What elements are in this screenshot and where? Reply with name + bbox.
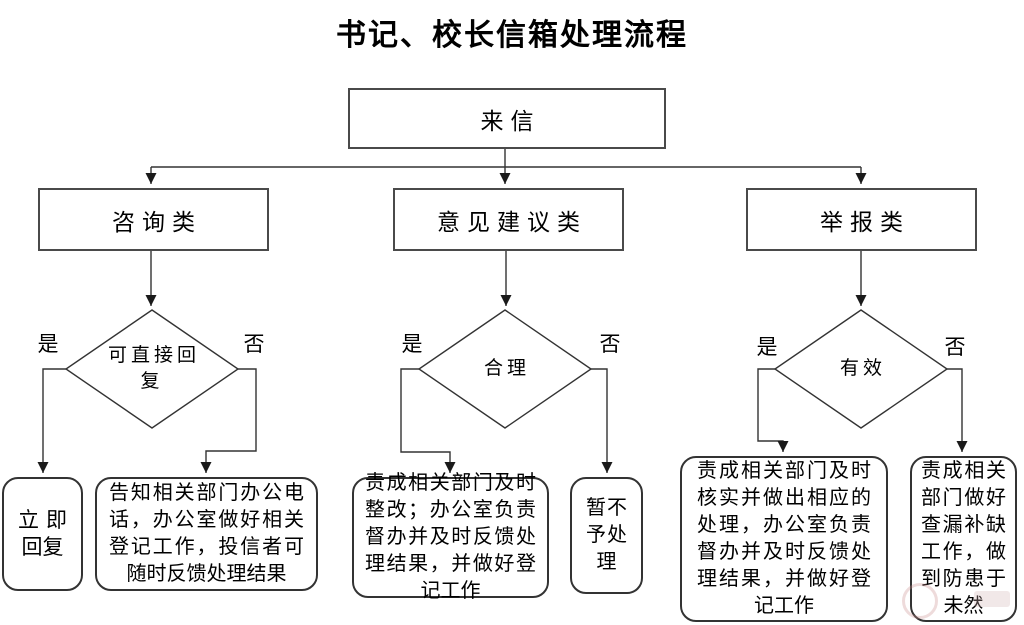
branch-yes-label-3: 是 <box>756 335 778 359</box>
decision-diamond-1 <box>64 309 240 429</box>
edge-yes-3 <box>757 368 789 452</box>
page-title: 书记、校长信箱处理流程 <box>336 19 688 52</box>
decision-diamond-3 <box>773 309 949 429</box>
node-category-suggestion: 意见建议类 <box>393 188 624 251</box>
node-label: 咨询类 <box>112 209 202 235</box>
result-prevention: 责成相关部门做好查漏补缺工作，做到防患于未然 <box>910 456 1017 622</box>
node-category-report: 举报类 <box>746 188 977 251</box>
edge-yes-1 <box>37 368 66 473</box>
decision-label-valid: 有效 <box>839 358 886 379</box>
node-category-consult: 咨询类 <box>38 188 269 251</box>
branch-no-label-2: 否 <box>599 332 621 356</box>
node-label: 意见建议类 <box>437 209 587 235</box>
decision-label-reasonable: 合理 <box>483 358 530 379</box>
result-notify-department: 告知相关部门办公电话，办公室做好相关登记工作，投信者可随时反馈处理结果 <box>95 477 318 591</box>
decision-diamond-2 <box>417 309 593 429</box>
result-no-action: 暂不予处理 <box>570 477 643 594</box>
edge-no-3 <box>947 368 968 452</box>
branch-no-label-3: 否 <box>944 335 966 359</box>
branch-yes-label-2: 是 <box>401 332 423 356</box>
result-immediate-reply: 立即回复 <box>2 477 83 591</box>
result-rectify: 责成相关部门及时整改；办公室负责督办并及时反馈处理结果，并做好登记工作 <box>352 472 549 602</box>
node-label: 举报类 <box>820 209 910 235</box>
branch-no-label-1: 否 <box>243 332 265 356</box>
node-label: 来信 <box>480 108 541 134</box>
edge-no-1 <box>200 368 257 473</box>
result-verify-handle: 责成相关部门及时核实并做出相应的处理，办公室负责督办并及时反馈处理结果，并做好登… <box>680 456 888 622</box>
edge-yes-2 <box>400 368 456 473</box>
decision-label-direct-reply: 可直接回复 <box>107 345 200 392</box>
node-incoming-mail: 来信 <box>348 88 666 149</box>
edge-no-2 <box>591 368 613 473</box>
branch-yes-label-1: 是 <box>37 332 59 356</box>
